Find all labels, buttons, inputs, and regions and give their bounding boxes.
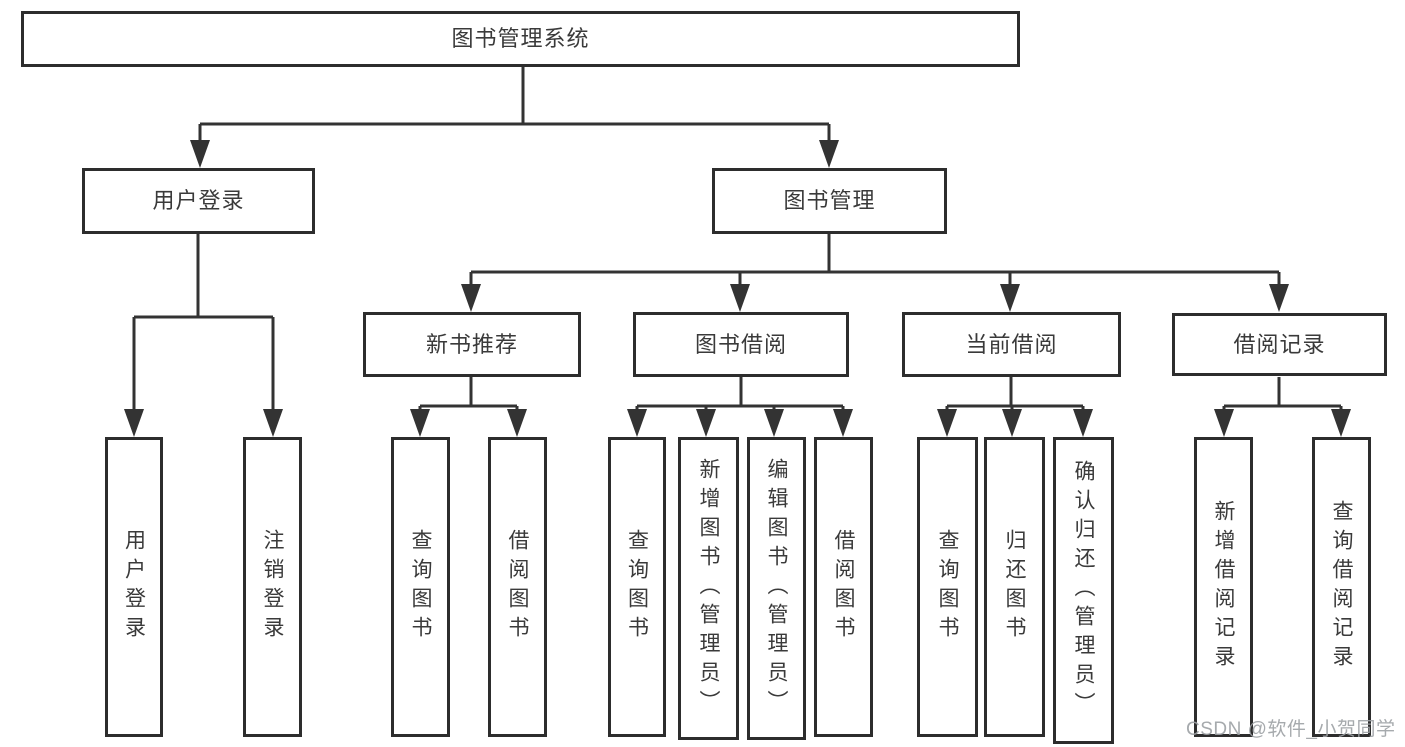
node-book-borrow: 图书借阅 bbox=[633, 312, 849, 377]
node-user-login: 用户登录 bbox=[82, 168, 315, 234]
leaf-borrow-book: 借阅图书 bbox=[488, 437, 547, 737]
leaf-return-book: 归还图书 bbox=[984, 437, 1045, 737]
leaf-query-book: 查询图书 bbox=[391, 437, 450, 737]
leaf-borrow-book: 借阅图书 bbox=[814, 437, 873, 737]
node-root: 图书管理系统 bbox=[21, 11, 1020, 67]
leaf-query-book: 查询图书 bbox=[608, 437, 666, 737]
watermark: CSDN @软件_小贺同学 bbox=[1186, 719, 1396, 740]
leaf-confirm-return-admin: 确认归还（管理员） bbox=[1053, 437, 1114, 744]
node-book-management: 图书管理 bbox=[712, 168, 947, 234]
leaf-add-book-admin: 新增图书（管理员） bbox=[678, 437, 739, 740]
node-borrow-records: 借阅记录 bbox=[1172, 313, 1387, 376]
node-new-book-recommend: 新书推荐 bbox=[363, 312, 581, 377]
leaf-edit-book-admin: 编辑图书（管理员） bbox=[747, 437, 806, 740]
leaf-query-borrow-record: 查询借阅记录 bbox=[1312, 437, 1371, 737]
leaf-logout: 注销登录 bbox=[243, 437, 302, 737]
leaf-add-borrow-record: 新增借阅记录 bbox=[1194, 437, 1253, 737]
leaf-user-login: 用户登录 bbox=[105, 437, 163, 737]
node-current-borrow: 当前借阅 bbox=[902, 312, 1121, 377]
leaf-query-book: 查询图书 bbox=[917, 437, 978, 737]
